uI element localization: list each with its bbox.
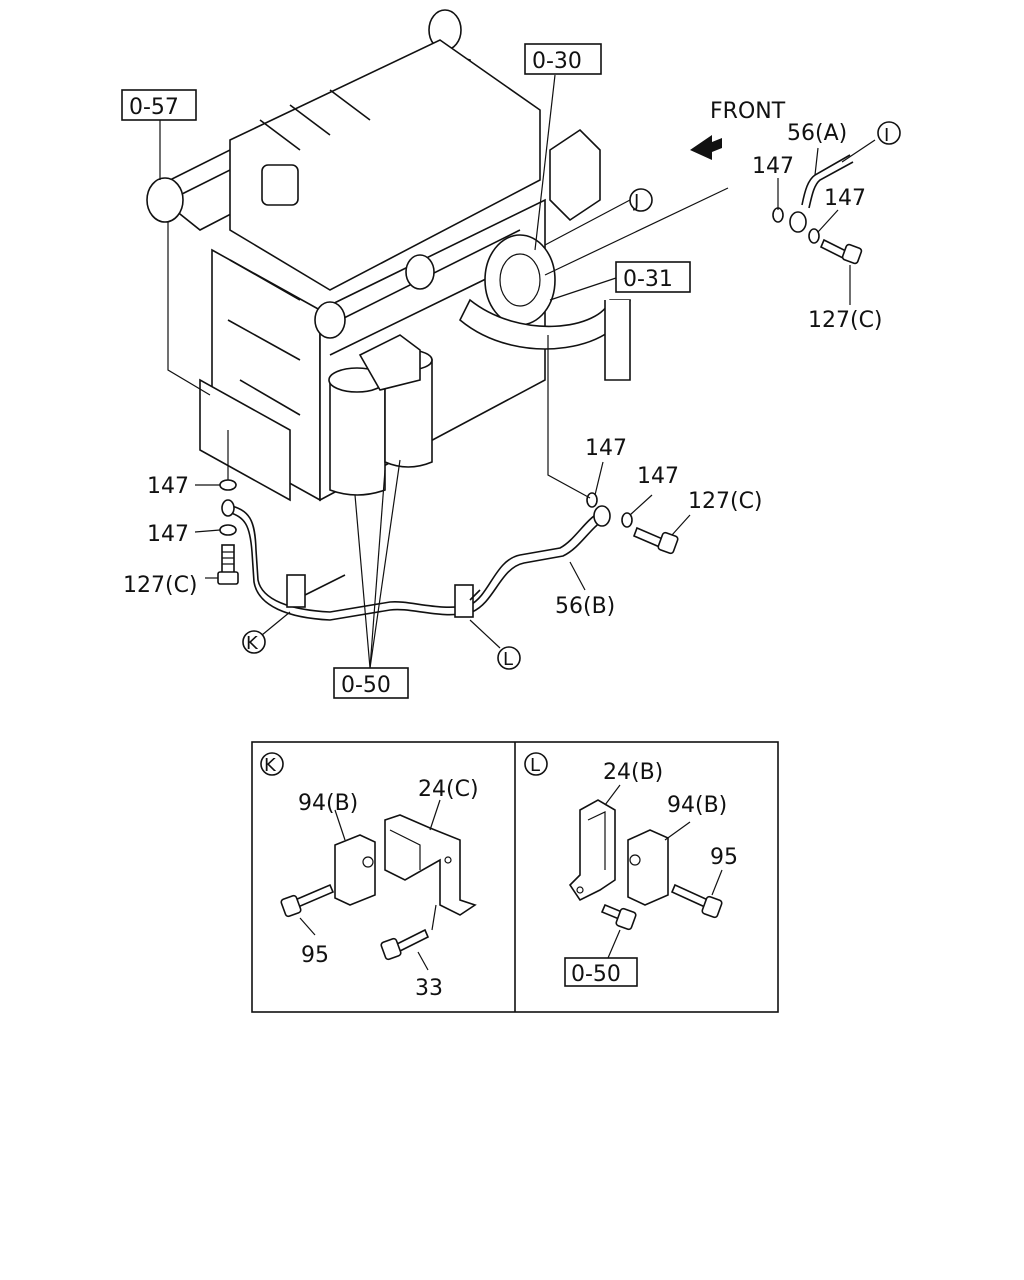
label-56b: 56(B): [555, 594, 615, 619]
svg-text:I: I: [884, 125, 889, 146]
front-arrow: FRONT: [690, 99, 786, 160]
detail-k-label-95: 95: [301, 943, 329, 968]
ref-box-0-50-main: 0-50: [333, 667, 409, 699]
leader-lines: [159, 74, 876, 669]
label-147-left-a: 147: [147, 474, 189, 499]
svg-text:0-57: 0-57: [129, 95, 179, 120]
detail-l: L 24(B) 94(B) 95 0-50: [524, 752, 738, 987]
bolt-127c-left: [217, 544, 239, 585]
ref-box-0-57: 0-57: [121, 89, 197, 121]
svg-text:K: K: [264, 755, 277, 776]
svg-text:0-50: 0-50: [341, 673, 391, 698]
label-127c-upper: 127(C): [808, 308, 883, 333]
svg-text:L: L: [503, 649, 513, 670]
label-127c-left: 127(C): [123, 573, 198, 598]
svg-text:L: L: [530, 755, 540, 776]
label-56a: 56(A): [787, 121, 847, 146]
bolt-127c-upper: [819, 238, 863, 265]
pipe-56a: [789, 154, 854, 233]
label-147-right-b: 147: [637, 464, 679, 489]
label-147-upper-b: 147: [824, 186, 866, 211]
marker-k: K: [242, 630, 266, 654]
svg-text:K: K: [246, 633, 259, 654]
detail-panel: [251, 741, 779, 1013]
clamp-l: [454, 584, 474, 618]
marker-j: J: [629, 188, 653, 212]
label-147-upper-a: 147: [752, 154, 794, 179]
svg-text:0-31: 0-31: [623, 267, 673, 292]
detail-k: K 94(B) 24(C) 95 33: [260, 752, 479, 1001]
engine-assembly: [146, 9, 631, 502]
svg-text:0-30: 0-30: [532, 49, 582, 74]
svg-text:J: J: [633, 191, 639, 212]
marker-l: L: [497, 646, 521, 670]
washer-147-right-a: [586, 492, 598, 508]
label-127c-right: 127(C): [688, 489, 763, 514]
bolt-127c-right: [632, 526, 679, 555]
label-147-right-a: 147: [585, 436, 627, 461]
detail-l-label-95: 95: [710, 845, 738, 870]
washer-147-right-b: [621, 512, 633, 528]
clamp-k: [286, 574, 306, 608]
ref-box-0-30: 0-30: [524, 43, 602, 75]
pipe-56b: [221, 499, 611, 621]
detail-l-ref-0-50: 0-50: [571, 962, 621, 987]
front-label: FRONT: [710, 99, 786, 124]
detail-l-label-94b: 94(B): [667, 793, 727, 818]
washer-147-left-bottom: [219, 524, 237, 536]
detail-k-label-24c: 24(C): [418, 777, 479, 802]
washer-147-upper-a: [772, 207, 784, 223]
washer-147-upper-b: [808, 228, 820, 244]
label-147-left-b: 147: [147, 522, 189, 547]
detail-k-label-33: 33: [415, 976, 443, 1001]
ref-box-0-31: 0-31: [615, 261, 691, 293]
detail-k-label-94b: 94(B): [298, 791, 358, 816]
marker-i: I: [877, 121, 901, 146]
detail-l-label-24b: 24(B): [603, 760, 663, 785]
washer-147-left-top: [219, 479, 237, 491]
